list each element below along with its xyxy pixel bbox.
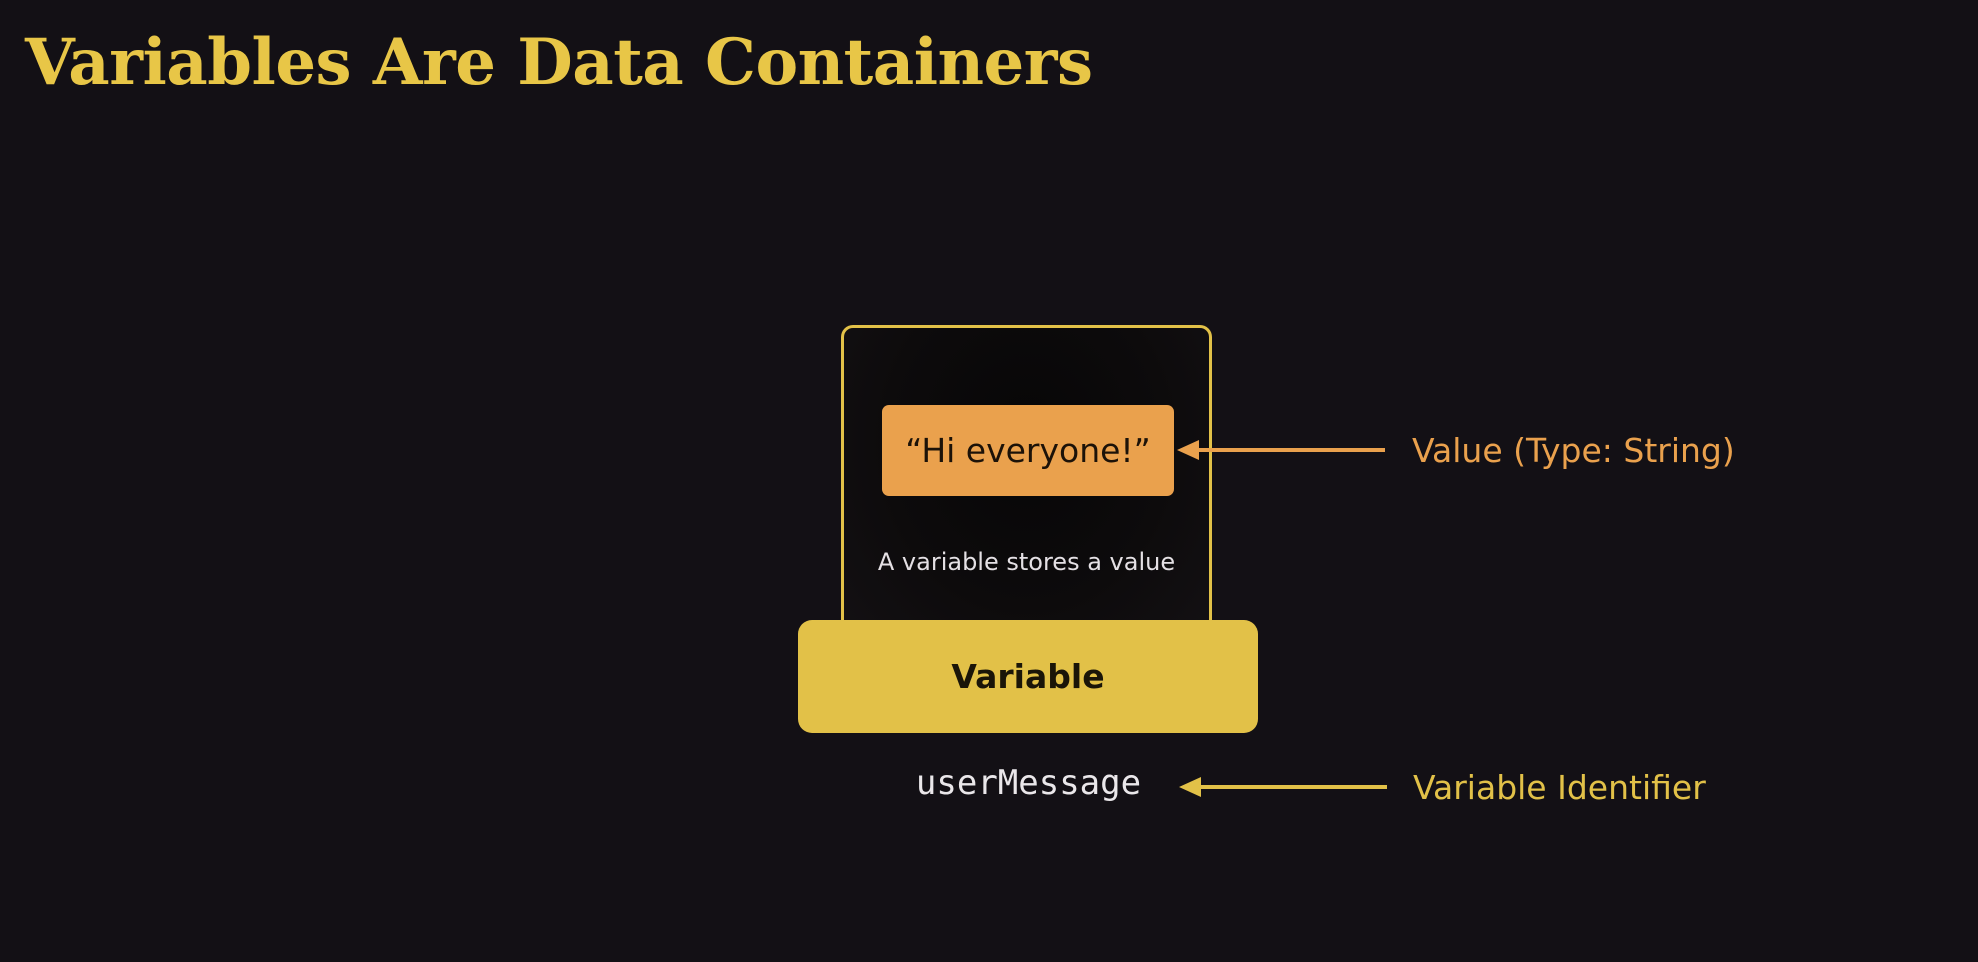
value-annotation: Value (Type: String) [1412, 431, 1735, 470]
value-arrow-head [1177, 440, 1199, 460]
container-caption: A variable stores a value [877, 548, 1176, 576]
identifier-arrow [1179, 777, 1387, 797]
identifier-label: userMessage [915, 763, 1142, 803]
variable-base: Variable [798, 620, 1258, 733]
identifier-arrow-head [1179, 777, 1201, 797]
identifier-annotation: Variable Identifier [1413, 768, 1706, 807]
slide-title: Variables Are Data Containers [25, 25, 1093, 100]
value-chip: “Hi everyone!” [882, 405, 1174, 496]
value-arrow [1177, 440, 1385, 460]
